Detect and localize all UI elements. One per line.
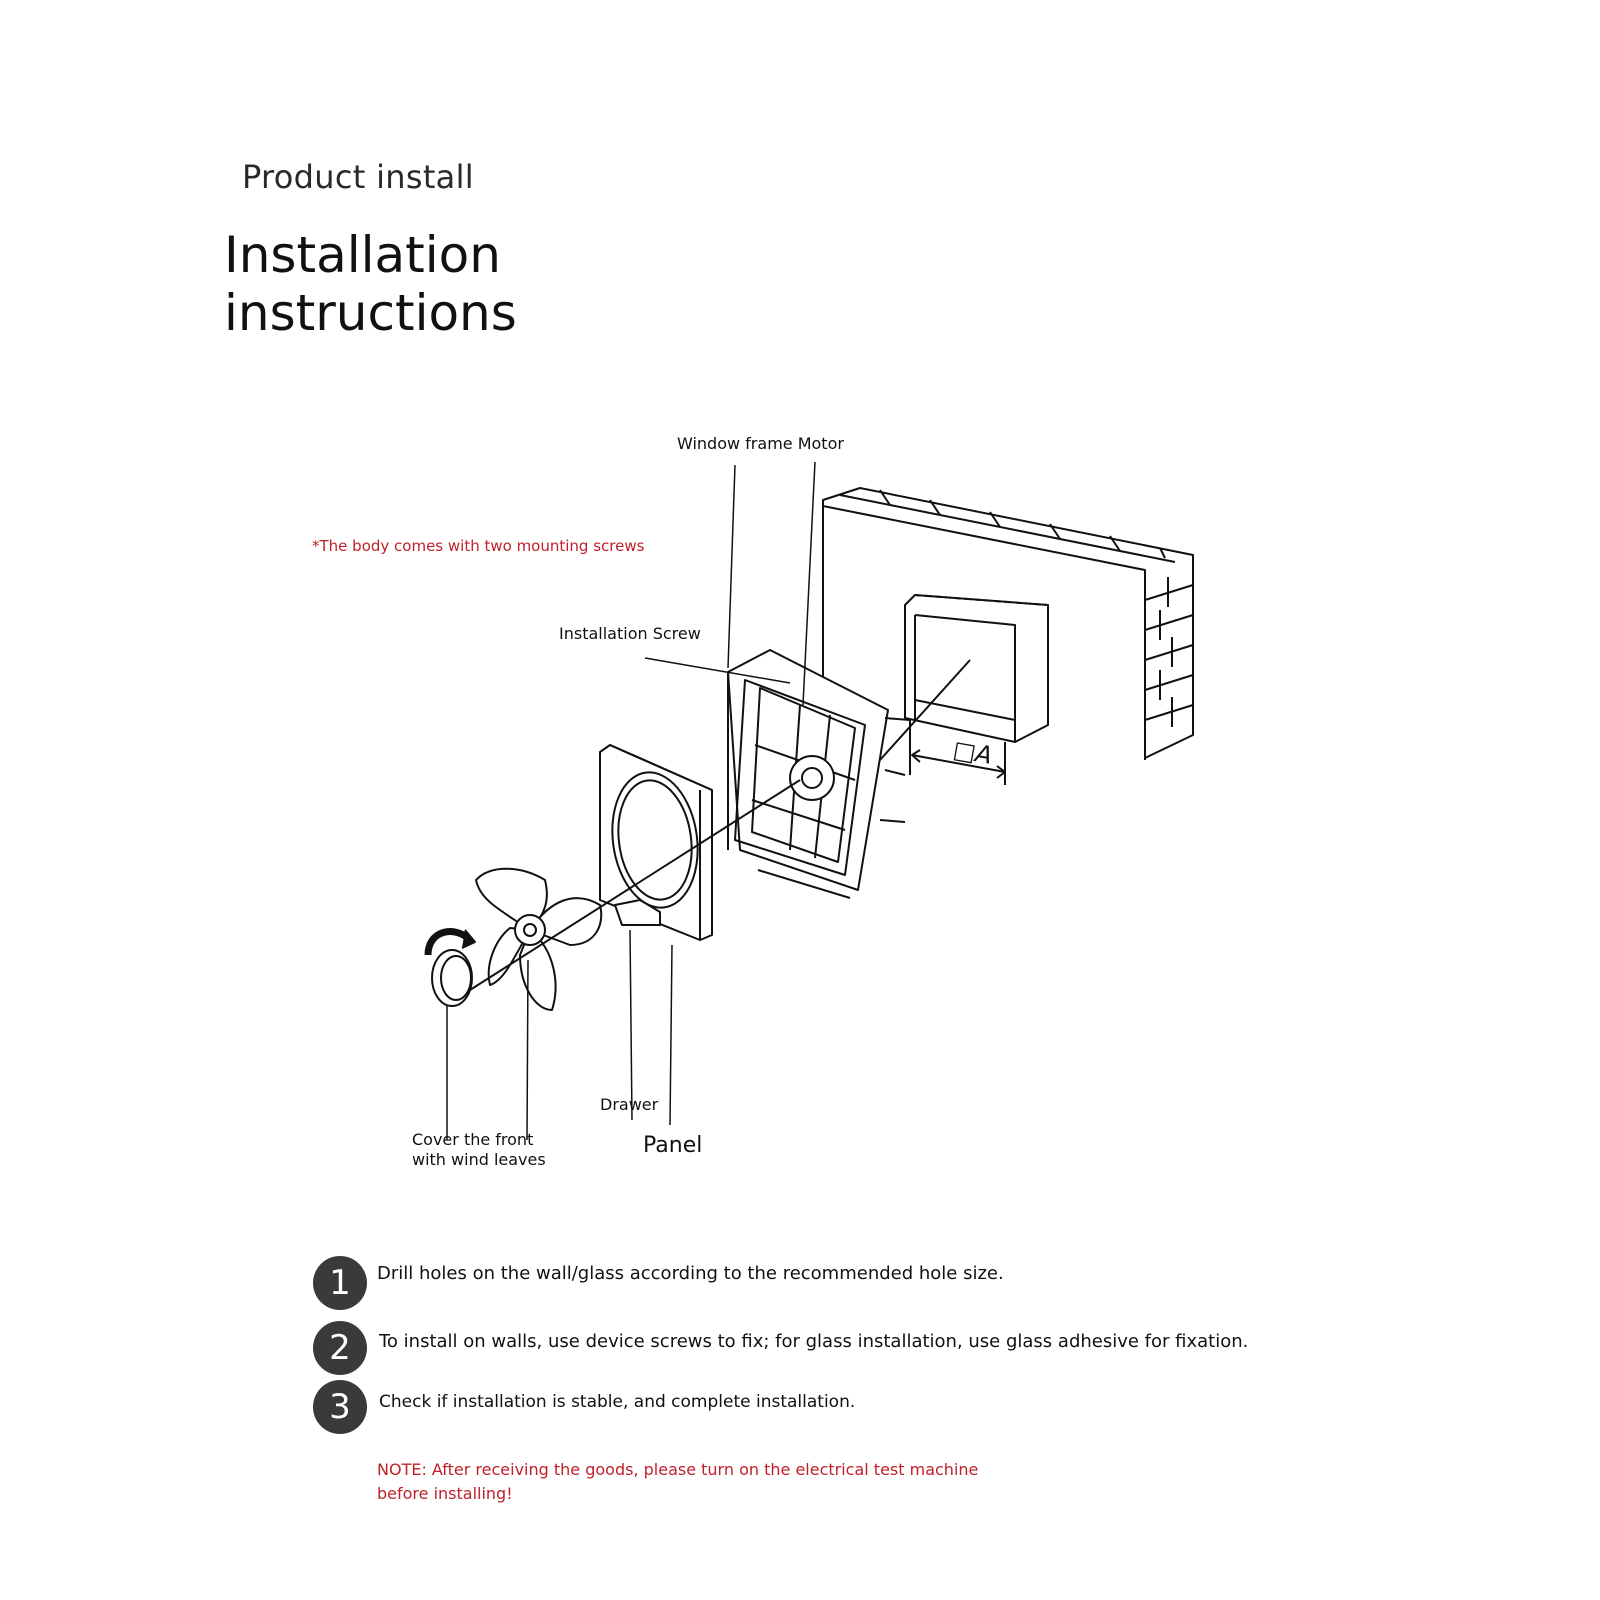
title-line-2: instructions: [224, 284, 517, 342]
fan-blade: [475, 867, 603, 1011]
label-window-frame-motor: Window frame Motor: [677, 434, 844, 453]
mounting-screws: [879, 659, 971, 823]
label-cover-line-2: with wind leaves: [412, 1150, 546, 1169]
dimension-marker: [909, 720, 1006, 785]
label-drawer: Drawer: [600, 1095, 659, 1114]
step-1-badge: 1: [313, 1256, 367, 1310]
label-cover-line-1: Cover the front: [412, 1130, 534, 1149]
brick-wall: [822, 487, 1194, 760]
motor-frame: [727, 649, 889, 899]
wall-opening: [904, 594, 1049, 743]
note-line-1: NOTE: After receiving the goods, please …: [377, 1460, 979, 1479]
panel: [599, 744, 713, 941]
leader-lines: [446, 461, 816, 1141]
page-title: Installation instructions: [224, 226, 517, 342]
step-2-badge: 2: [313, 1321, 367, 1375]
front-cover: [424, 928, 476, 1007]
step-2-text: To install on walls, use device screws t…: [379, 1330, 1249, 1352]
label-cover-front: Cover the front with wind leaves: [412, 1130, 546, 1170]
assembly-axis: [469, 779, 801, 991]
subtitle: Product install: [242, 158, 474, 196]
label-installation-screw: Installation Screw: [559, 624, 701, 643]
step-3-badge: 3: [313, 1380, 367, 1434]
step-3: 3 Check if installation is stable, and c…: [313, 1380, 855, 1434]
title-line-1: Installation: [224, 226, 501, 284]
label-mounting-note: *The body comes with two mounting screws: [312, 537, 645, 555]
step-1: 1 Drill holes on the wall/glass accordin…: [313, 1256, 1004, 1310]
step-2: 2 To install on walls, use device screws…: [313, 1321, 1248, 1375]
step-3-text: Check if installation is stable, and com…: [379, 1392, 856, 1412]
warning-note: NOTE: After receiving the goods, please …: [377, 1458, 997, 1506]
label-panel: Panel: [643, 1133, 703, 1158]
step-1-text: Drill holes on the wall/glass according …: [377, 1262, 1004, 1284]
note-line-2: before installing!: [377, 1484, 513, 1503]
dimension-label: □A: [951, 735, 994, 769]
